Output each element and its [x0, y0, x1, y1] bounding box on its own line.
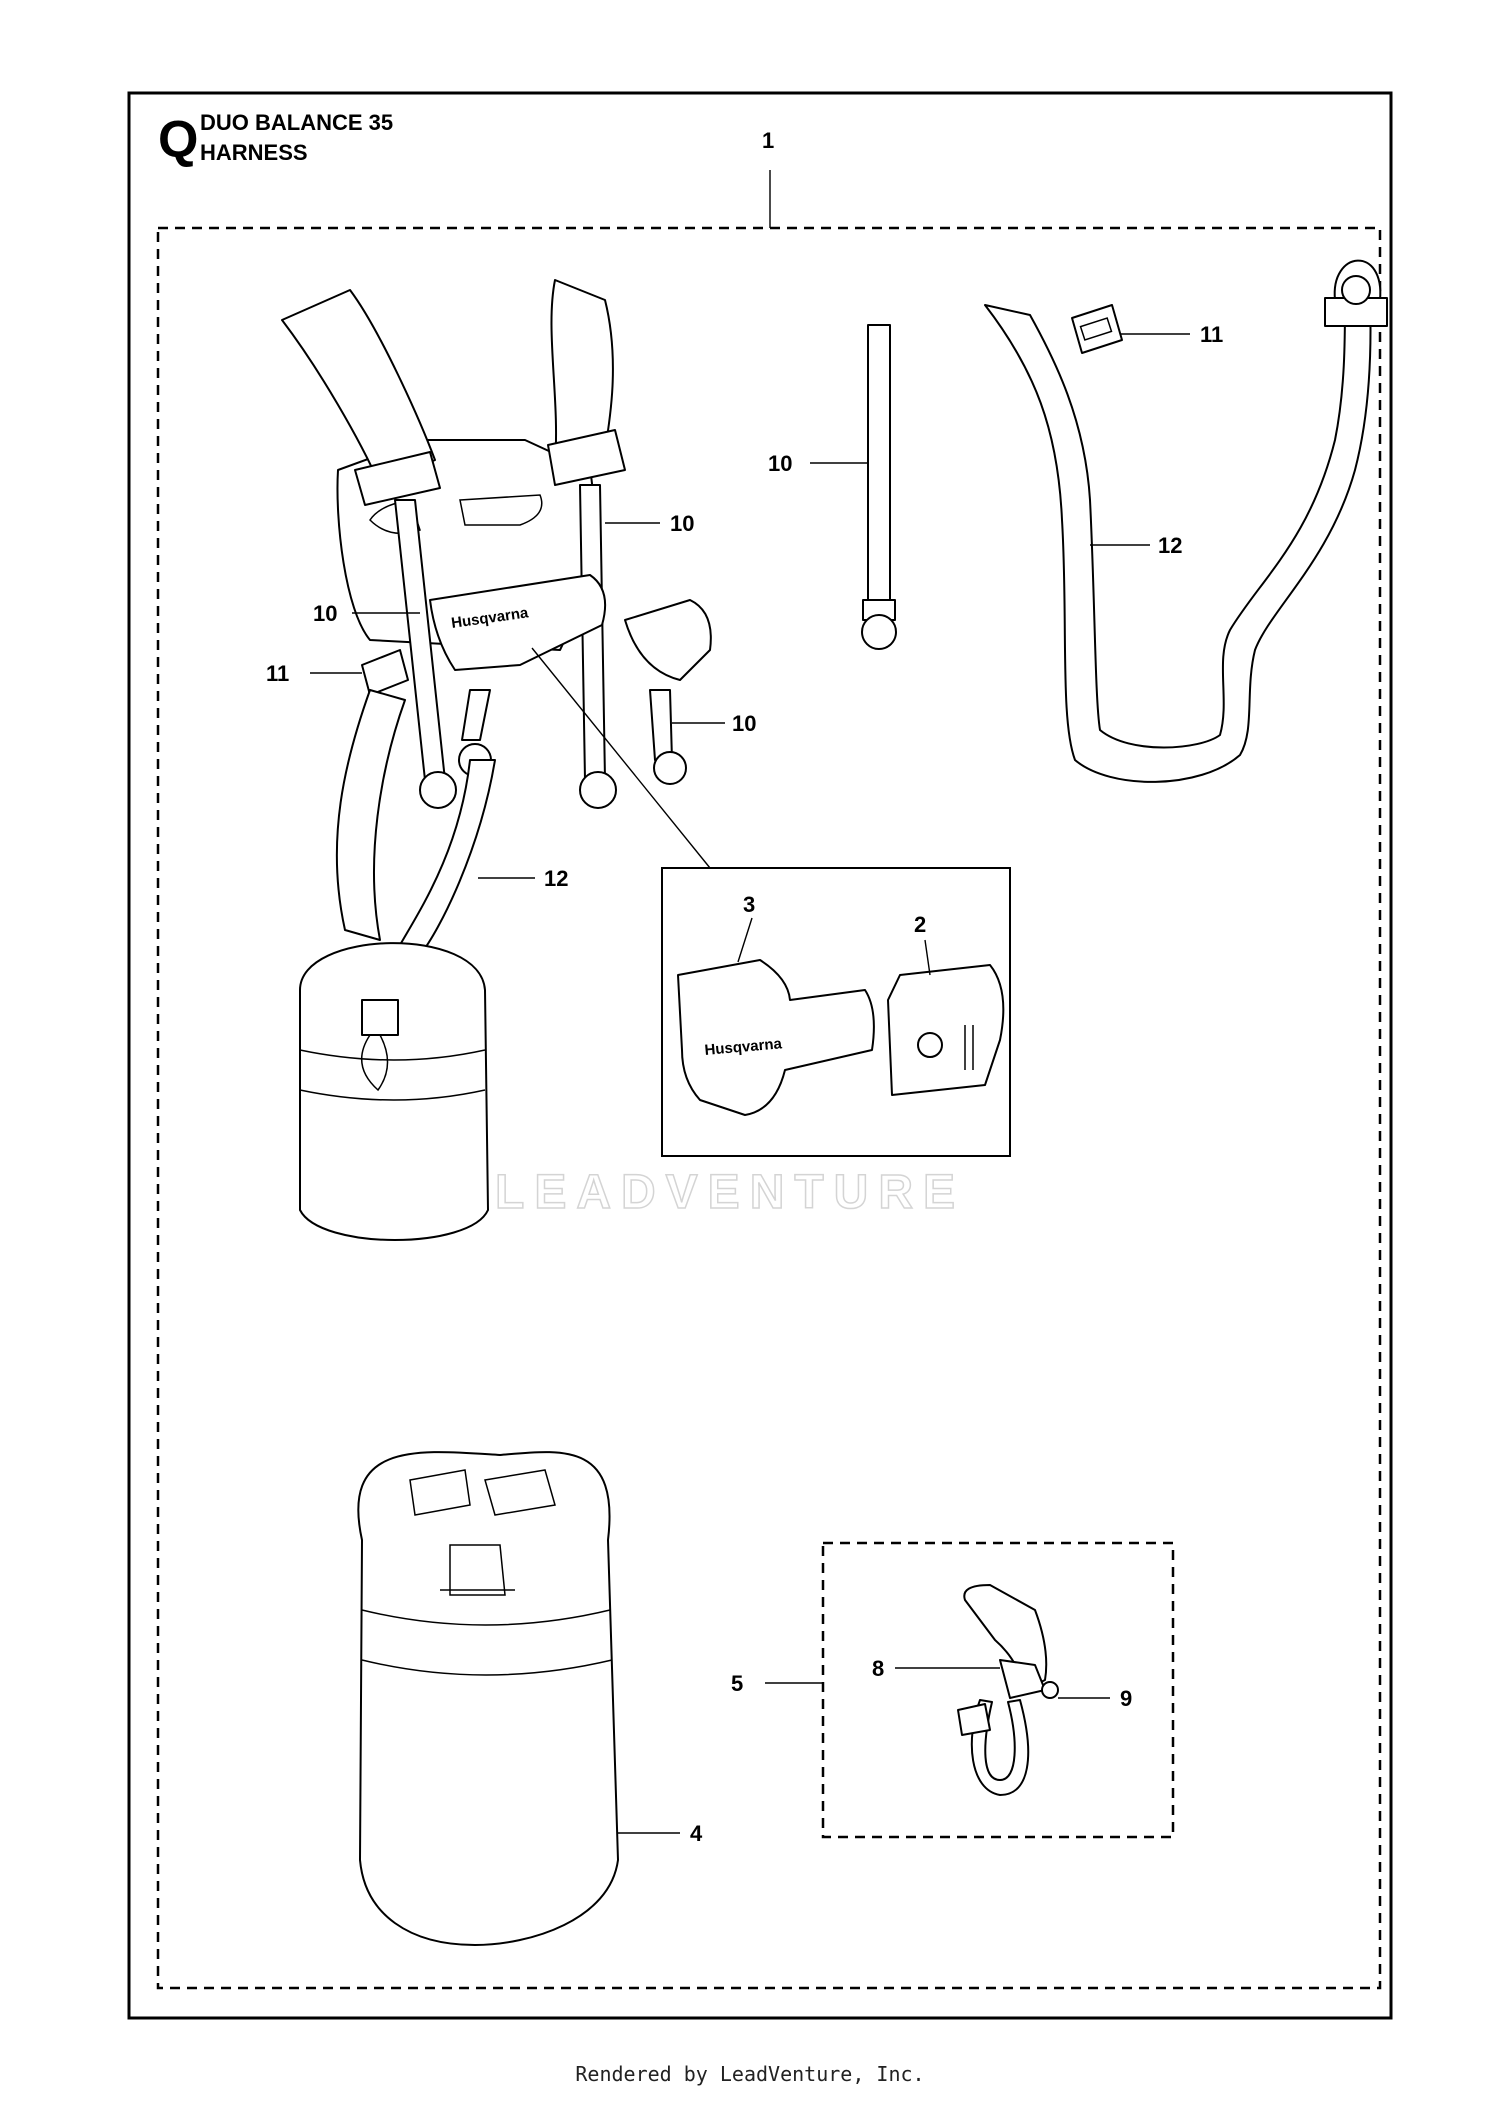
part-3-chest-plate — [677, 959, 875, 1116]
callout-2: 2 — [914, 912, 926, 937]
leader-2 — [924, 939, 931, 976]
callout-8: 8 — [872, 1656, 884, 1681]
callout-1: 1 — [762, 128, 774, 153]
callout-10b: 10 — [313, 601, 337, 626]
callout-10d: 10 — [768, 451, 792, 476]
outer-frame — [127, 91, 1393, 2020]
callout-11b: 11 — [1200, 322, 1223, 347]
callout-9: 9 — [1120, 1686, 1132, 1711]
detail-brand: Husqvarna — [704, 1035, 783, 1059]
strap-12-separate — [984, 259, 1388, 783]
leader-detail — [531, 647, 711, 869]
leader-3 — [737, 917, 753, 963]
part-2-hip-cover — [887, 964, 1005, 1096]
callout-10c: 10 — [732, 711, 756, 736]
section-letter: Q — [158, 111, 198, 169]
assembly-title: HARNESS — [200, 140, 308, 165]
kit-boundary — [156, 226, 1382, 1990]
harness-assembly: Husqvarna — [281, 279, 712, 1241]
callout-12a: 12 — [544, 866, 568, 891]
carabiner-kit-box — [821, 1541, 1175, 1839]
carabiner-hook — [957, 1584, 1059, 1796]
callout-11a: 11 — [266, 661, 289, 686]
callout-12b: 12 — [1158, 533, 1182, 558]
buckle-11-separate — [1071, 304, 1123, 354]
callout-4: 4 — [690, 1821, 703, 1846]
watermark: LEADVENTURE — [495, 1166, 965, 1219]
callout-10a: 10 — [670, 511, 694, 536]
hip-bag-4 — [357, 1451, 619, 1946]
footer-credit: Rendered by LeadVenture, Inc. — [575, 2062, 925, 2086]
model-title: DUO BALANCE 35 — [200, 110, 393, 135]
callout-3: 3 — [743, 892, 755, 917]
strap-10-separate — [861, 324, 897, 650]
callout-5: 5 — [731, 1671, 743, 1696]
